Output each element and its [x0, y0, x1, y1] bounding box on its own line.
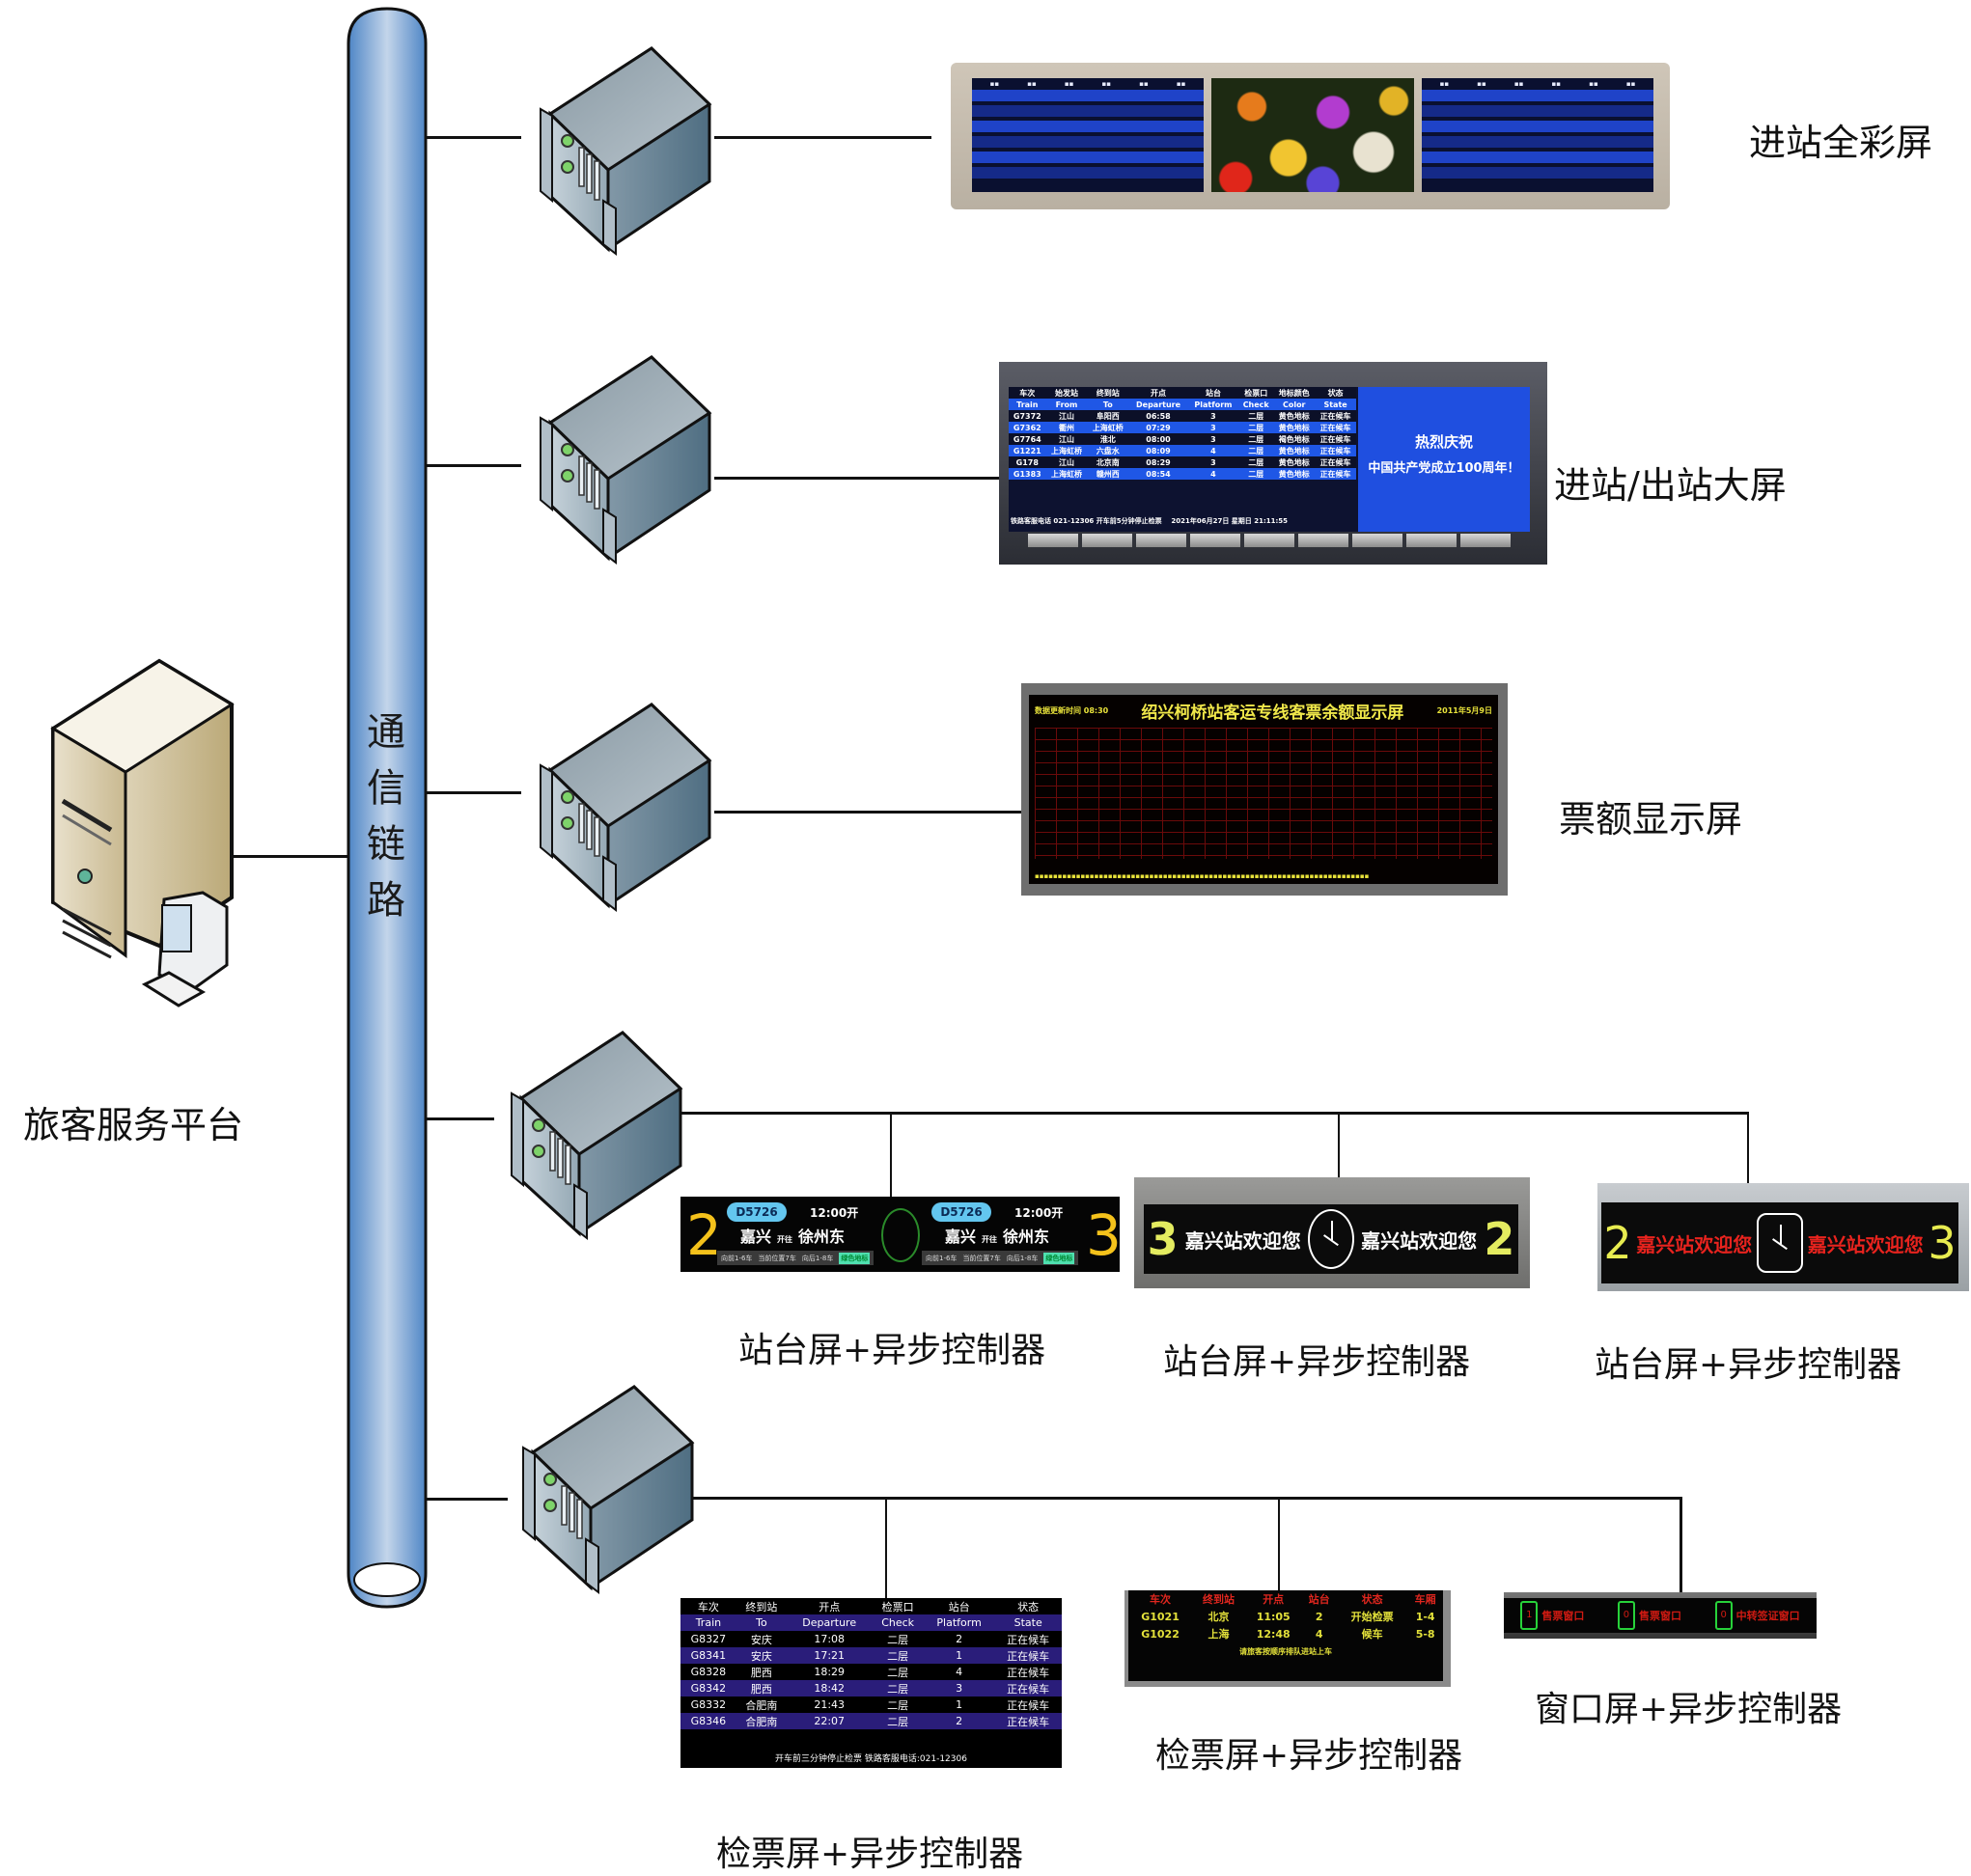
wire-drop-check-1 [885, 1497, 887, 1598]
clock-icon [1757, 1213, 1803, 1273]
wire-controller-5-branch [690, 1497, 1681, 1500]
wire-bus-to-controller-5 [425, 1498, 508, 1501]
platform-screen-3-label: 站台屏+异步控制器 [1595, 1345, 1902, 1385]
quota-grid [1035, 728, 1492, 859]
wire-bus-to-controller-1 [425, 136, 521, 139]
platform-screen-1-label: 站台屏+异步控制器 [738, 1331, 1046, 1370]
check-screen-1-label: 检票屏+异步控制器 [716, 1835, 1024, 1874]
platform-screen-2: 3 嘉兴站欢迎您 嘉兴站欢迎您 2 [1134, 1177, 1530, 1288]
check-footer: 开车前三分钟停止检票 铁路客服电话:021-12306 [775, 1754, 967, 1764]
server-tower-with-workstation-icon [50, 658, 235, 1007]
check-screen-2-label: 检票屏+异步控制器 [1155, 1736, 1463, 1776]
bus-label: 通 信 链 路 [367, 710, 405, 923]
ticket-quota-screen: 数据更新时间 08:30 绍兴柯桥站客运专线客票余额显示屏 2011年5月9日 … [1021, 683, 1508, 896]
wire-controller-4-branch [676, 1112, 1749, 1115]
flower-video-panel [1211, 78, 1414, 192]
full-color-screen-label: 进站全彩屏 [1749, 122, 1933, 164]
platform-screen-3: 2 嘉兴站欢迎您 嘉兴站欢迎您 3 [1597, 1183, 1969, 1291]
rack-server-icon [521, 1385, 694, 1594]
wire-drop-platform-3 [1747, 1112, 1749, 1183]
platform-screen-2-label: 站台屏+异步控制器 [1163, 1342, 1471, 1382]
full-color-entry-screen: ▪▪▪▪▪▪▪▪▪▪▪▪ ▪▪▪▪▪▪▪▪▪▪▪▪ [951, 63, 1670, 209]
wire-drop-platform-2 [1338, 1112, 1340, 1177]
schedule-panel-right: ▪▪▪▪▪▪▪▪▪▪▪▪ [1422, 78, 1653, 192]
clock-icon [881, 1208, 920, 1262]
wire-drop-check-2 [1278, 1497, 1280, 1590]
wire-bus-to-controller-3 [425, 791, 521, 794]
rack-server-icon [539, 46, 711, 256]
wire-bus-to-controller-2 [425, 464, 521, 467]
wire-drop-platform-1 [890, 1112, 892, 1197]
celebration-banner: 热烈庆祝 中国共产党成立100周年！ [1358, 387, 1530, 532]
wire-drop-window [1680, 1497, 1682, 1593]
wire-bus-to-controller-4 [425, 1117, 494, 1120]
wire-controller-1-to-screen [714, 136, 931, 139]
entry-exit-screen-label: 进站/出站大屏 [1554, 464, 1787, 507]
rack-server-icon [510, 1031, 682, 1240]
quota-scroll-text: ▪▪▪▪▪▪▪▪▪▪▪▪▪▪▪▪▪▪▪▪▪▪▪▪▪▪▪▪▪▪▪▪▪▪▪▪▪▪▪▪… [1035, 872, 1370, 880]
wire-controller-3-to-screen [714, 811, 1023, 814]
platform-label: 旅客服务平台 [23, 1104, 244, 1146]
ticket-quota-screen-label: 票额显示屏 [1559, 798, 1743, 841]
rack-server-icon [539, 355, 711, 565]
entry-exit-footer: 铁路客服电话 021-12306 开车前5分钟停止检票 2021年06月27日 … [1011, 517, 1289, 525]
wire-controller-2-to-screen [714, 477, 1002, 480]
platform-screen-1: 2 D5726 12:00开 嘉兴开往徐州东 向前1-6车当前位置7车向后1-8… [680, 1197, 1120, 1272]
rack-server-icon [539, 703, 711, 912]
schedule-panel-left: ▪▪▪▪▪▪▪▪▪▪▪▪ [972, 78, 1204, 192]
wire-platform-to-bus [234, 855, 349, 858]
window-screen-label: 窗口屏+异步控制器 [1535, 1690, 1843, 1729]
clock-icon [1307, 1209, 1354, 1269]
communication-bus-pipe [347, 7, 428, 1609]
